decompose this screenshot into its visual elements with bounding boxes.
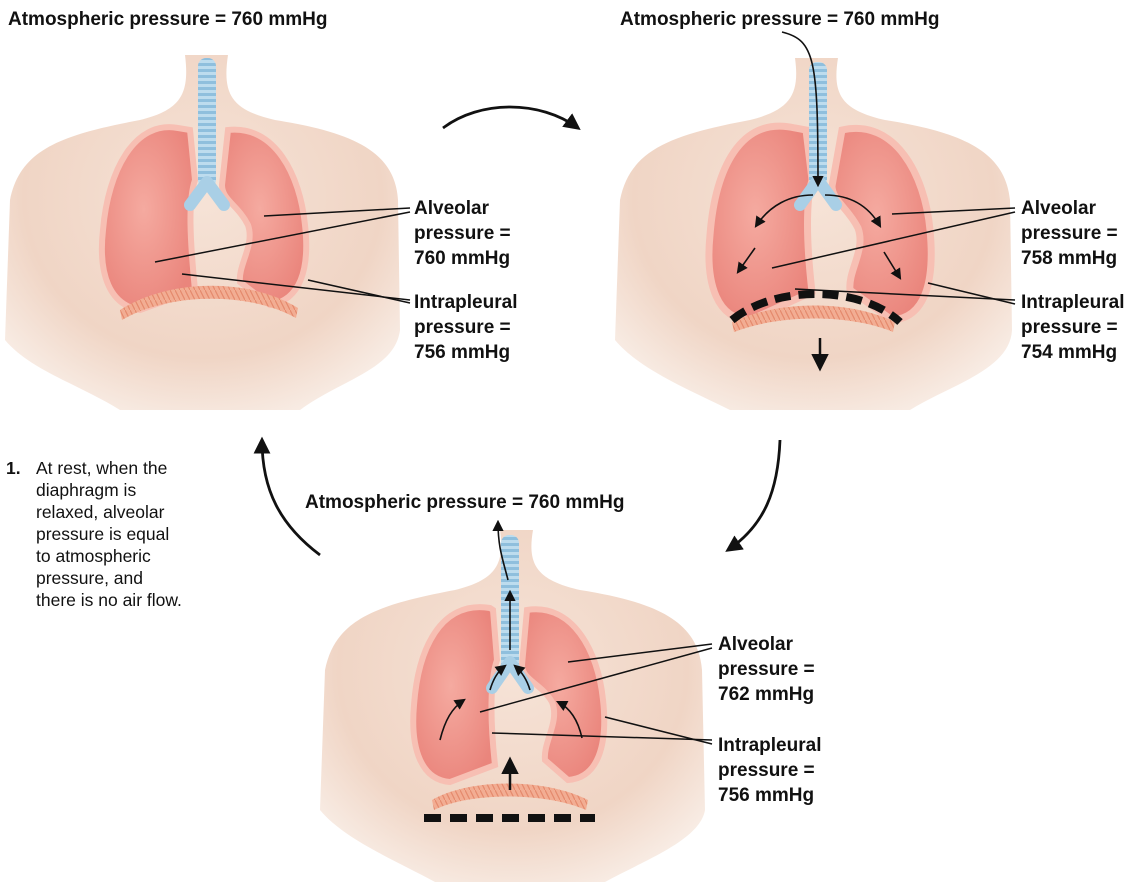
trachea xyxy=(198,58,216,188)
atmospheric-pressure-label: Atmospheric pressure = 760 mmHg xyxy=(305,491,624,515)
step-text-line: diaphragm is xyxy=(36,479,236,501)
alveolar-label-line: pressure = xyxy=(718,657,815,682)
intrapleural-label-line: pressure = xyxy=(718,758,821,783)
intrapleural-label-line: pressure = xyxy=(414,315,517,340)
cycle-arrow-rest-to-inhale xyxy=(443,107,578,128)
intrapleural-value: 754 mmHg xyxy=(1021,340,1124,365)
alveolar-label: Alveolar pressure = 758 mmHg xyxy=(1021,196,1118,271)
alveolar-value: 760 mmHg xyxy=(414,246,511,271)
panel-exhalation xyxy=(320,522,712,882)
intrapleural-label-line: pressure = xyxy=(1021,315,1124,340)
step-text: At rest, when the diaphragm is relaxed, … xyxy=(36,457,236,611)
step-text-line: At rest, when the xyxy=(36,457,236,479)
alveolar-label-line: pressure = xyxy=(414,221,511,246)
atmospheric-pressure-label: Atmospheric pressure = 760 mmHg xyxy=(8,8,327,32)
intrapleural-label: Intrapleural pressure = 756 mmHg xyxy=(718,733,821,808)
cycle-arrow-inhale-to-exhale xyxy=(728,440,780,550)
intrapleural-value: 756 mmHg xyxy=(414,340,517,365)
alveolar-label: Alveolar pressure = 760 mmHg xyxy=(414,196,511,271)
intrapleural-label-line: Intrapleural xyxy=(1021,290,1124,315)
intrapleural-label-line: Intrapleural xyxy=(718,733,821,758)
alveolar-value: 762 mmHg xyxy=(718,682,815,707)
intrapleural-value: 756 mmHg xyxy=(718,783,821,808)
step-text-line: pressure is equal xyxy=(36,523,236,545)
step-text-line: to atmospheric xyxy=(36,545,236,567)
alveolar-label: Alveolar pressure = 762 mmHg xyxy=(718,632,815,707)
step-text-line: pressure, and xyxy=(36,567,236,589)
alveolar-label-line: pressure = xyxy=(1021,221,1118,246)
intrapleural-label: Intrapleural pressure = 756 mmHg xyxy=(414,290,517,365)
step-number: 1. xyxy=(6,457,21,479)
alveolar-label-line: Alveolar xyxy=(718,632,815,657)
intrapleural-label-line: Intrapleural xyxy=(414,290,517,315)
alveolar-label-line: Alveolar xyxy=(1021,196,1118,221)
intrapleural-label: Intrapleural pressure = 754 mmHg xyxy=(1021,290,1124,365)
alveolar-label-line: Alveolar xyxy=(414,196,511,221)
panel-rest xyxy=(5,55,410,410)
atmospheric-pressure-label: Atmospheric pressure = 760 mmHg xyxy=(620,8,939,32)
panel-inhalation xyxy=(615,32,1015,410)
step-text-line: relaxed, alveolar xyxy=(36,501,236,523)
step-text-line: there is no air flow. xyxy=(36,589,236,611)
alveolar-value: 758 mmHg xyxy=(1021,246,1118,271)
